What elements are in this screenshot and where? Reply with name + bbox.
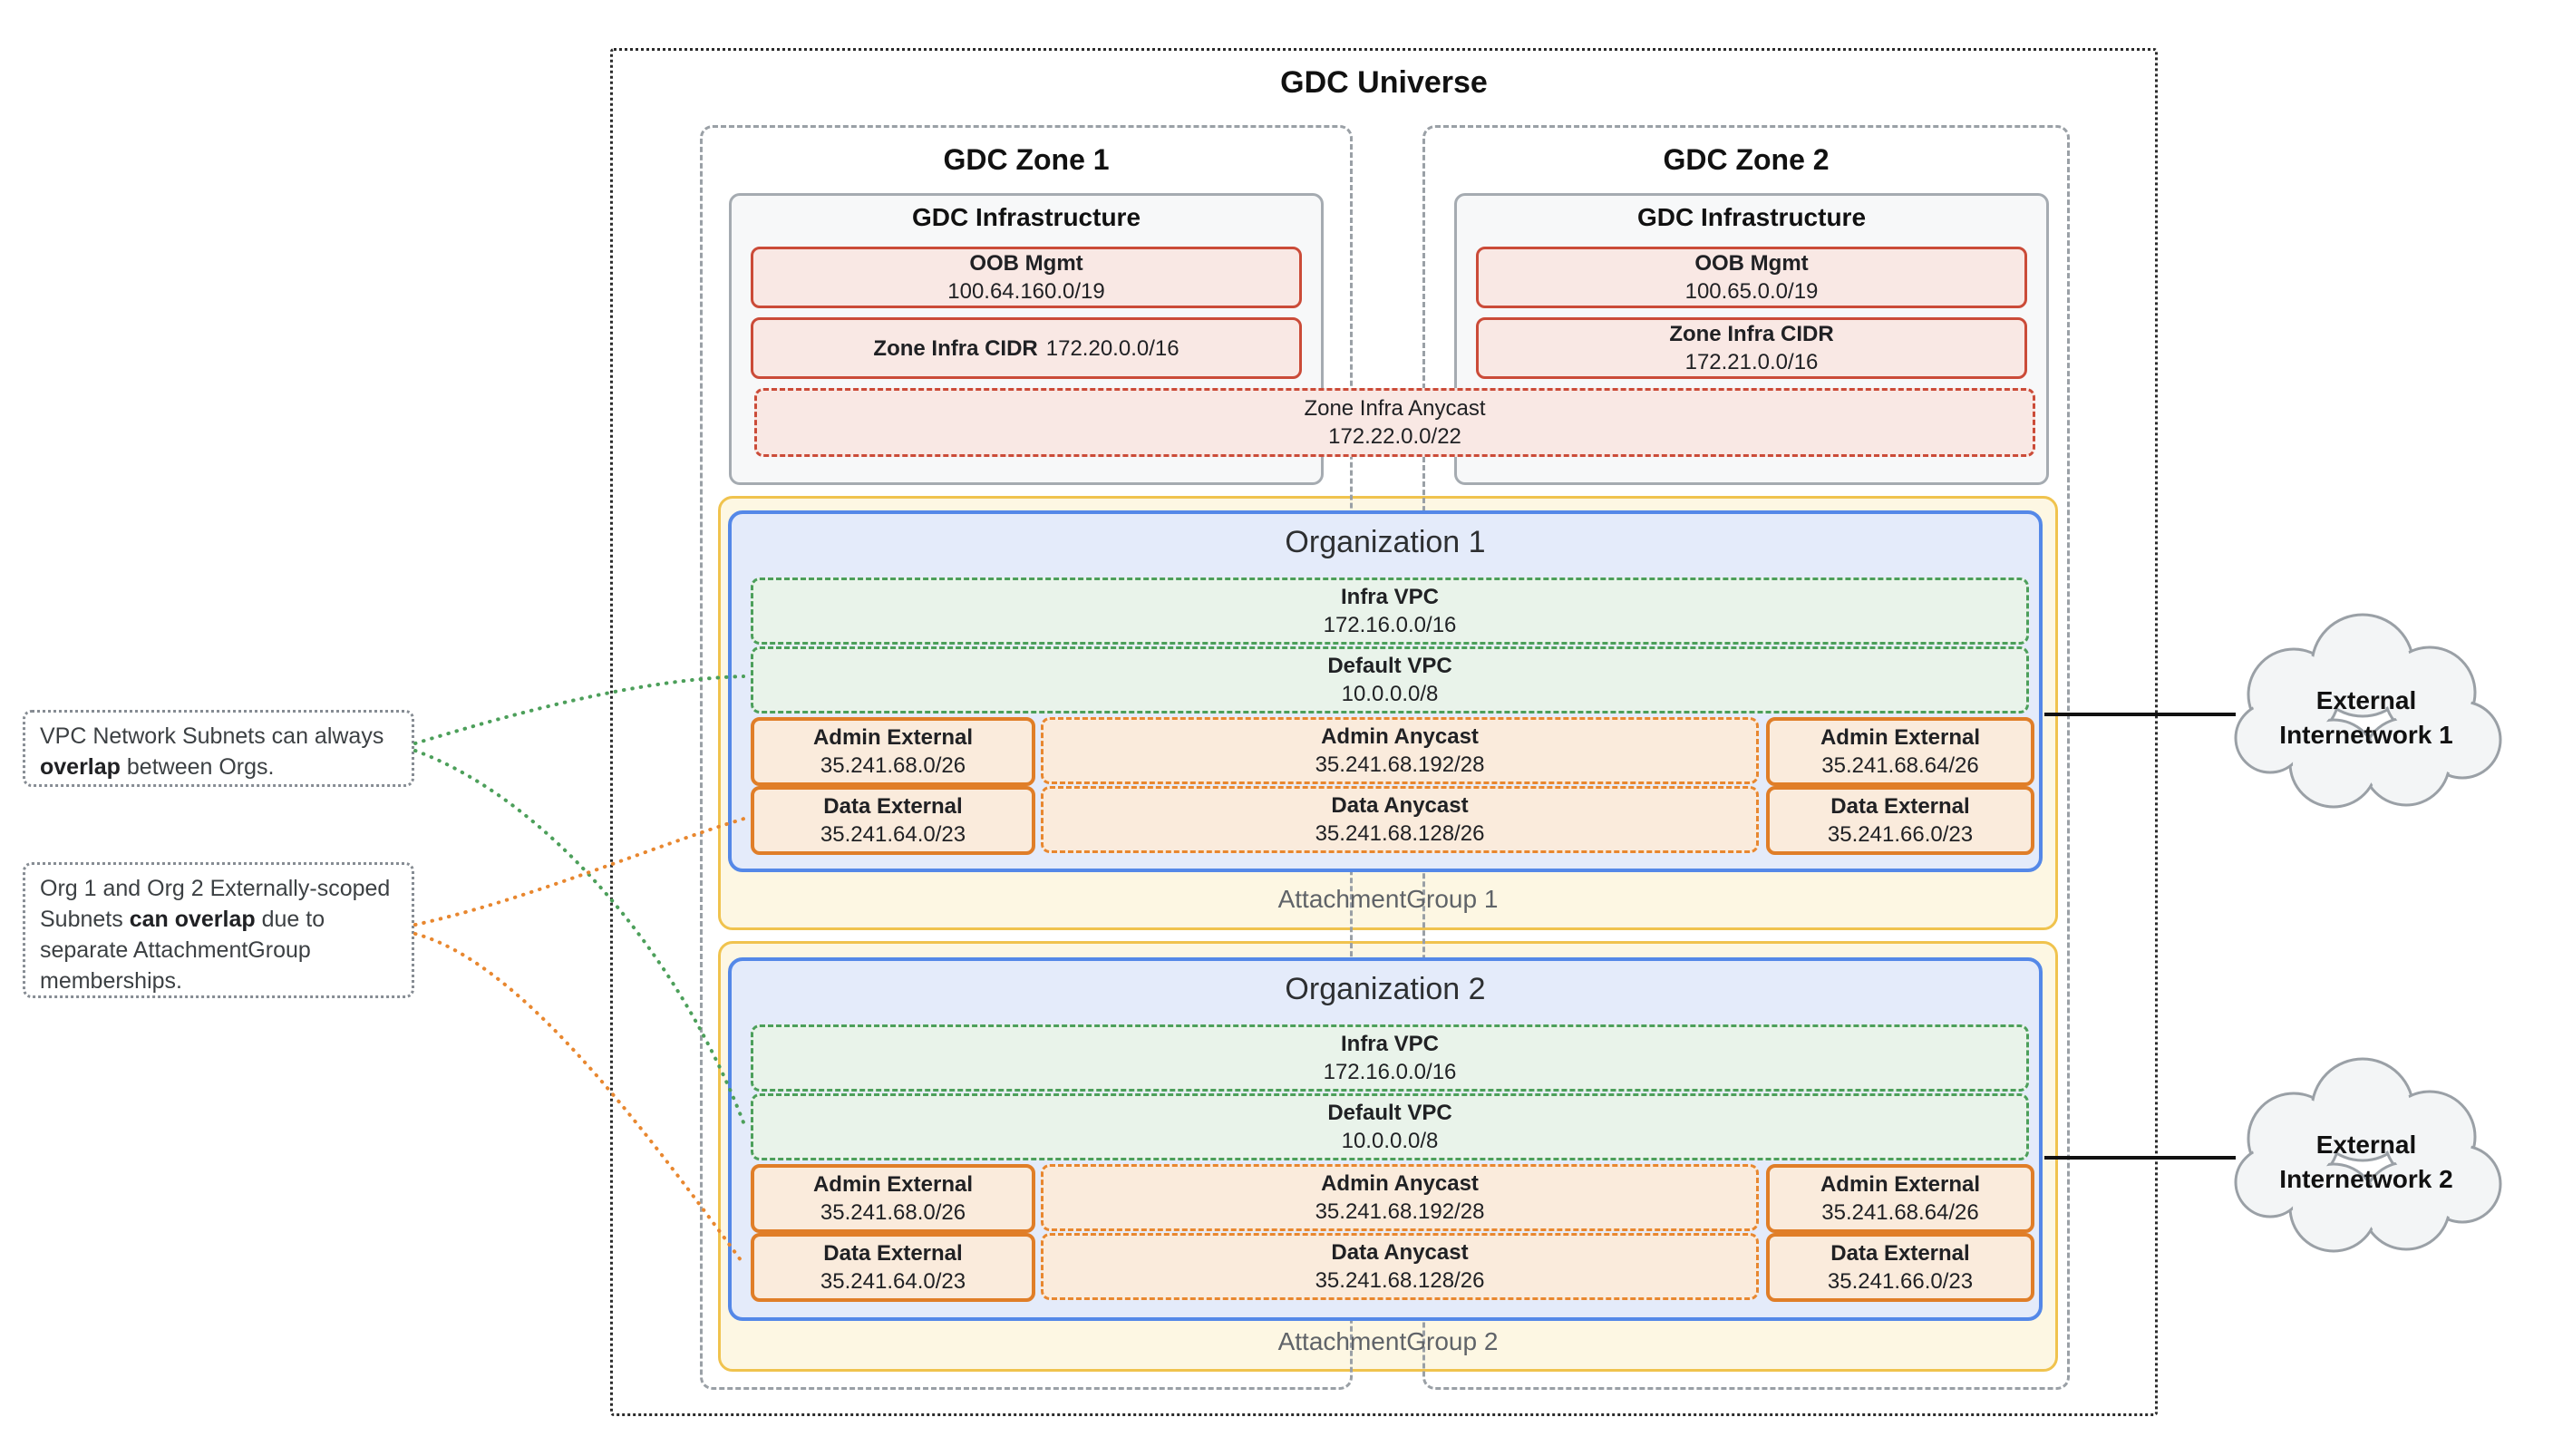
zone-2-oob-mgmt-cidr: 100.65.0.0/19 xyxy=(1684,279,1819,304)
organization-1-title: Organization 1 xyxy=(1285,525,1486,559)
external-internetwork-2-line1: External xyxy=(2316,1131,2417,1159)
annotation-text: due to separate AttachmentGroup membersh… xyxy=(40,907,325,994)
org2-infra-vpc-cidr: 172.16.0.0/16 xyxy=(1323,1060,1457,1084)
zone-2-infra-cidr-value: 172.21.0.0/16 xyxy=(1684,350,1819,374)
external-internetwork-1-line2: Internetwork 1 xyxy=(2279,721,2452,749)
subnet-label: Data External xyxy=(1830,1241,1970,1266)
zone-2-oob-mgmt-box: OOB Mgmt 100.65.0.0/19 xyxy=(1476,247,2027,308)
subnet-label: Admin Anycast xyxy=(1321,724,1479,749)
org1-infra-vpc-box: Infra VPC 172.16.0.0/16 xyxy=(751,578,2029,645)
subnet-label: Data External xyxy=(823,794,963,819)
organization-2-box: Organization 2 Infra VPC 172.16.0.0/16 D… xyxy=(728,957,2043,1321)
org1-subnet-data-anycast: Data Anycast 35.241.68.128/26 xyxy=(1041,786,1759,853)
subnet-label: Admin External xyxy=(812,725,974,750)
annotation-text: Org 1 and Org 2 Externally-scoped Subnet… xyxy=(40,876,391,932)
annotation-external-overlap: Org 1 and Org 2 Externally-scoped Subnet… xyxy=(23,862,414,998)
org1-subnet-admin-external-right: Admin External 35.241.68.64/26 xyxy=(1766,717,2034,786)
zone-1-infra-cidr-label: Zone Infra CIDR xyxy=(873,335,1038,361)
zone-1-infrastructure-title: GDC Infrastructure xyxy=(911,203,1141,231)
subnet-label: Admin External xyxy=(1820,1172,1981,1197)
zone-2-oob-mgmt-label: OOB Mgmt xyxy=(1694,251,1809,276)
subnet-label: Data External xyxy=(1830,794,1970,819)
annotation-bold-text: overlap xyxy=(40,754,121,780)
subnet-cidr: 35.241.68.128/26 xyxy=(1315,821,1485,846)
subnet-cidr: 35.241.66.0/23 xyxy=(1827,822,1974,847)
subnet-cidr: 35.241.64.0/23 xyxy=(820,822,966,847)
organization-2-title: Organization 2 xyxy=(1285,972,1486,1006)
zone-2-infra-cidr-label: Zone Infra CIDR xyxy=(1669,322,1834,346)
cloud-fill xyxy=(2238,1062,2498,1248)
org2-subnet-data-external-left: Data External 35.241.64.0/23 xyxy=(751,1233,1035,1302)
zone-1-oob-mgmt-box: OOB Mgmt 100.64.160.0/19 xyxy=(751,247,1302,308)
zone-1-oob-mgmt-cidr: 100.64.160.0/19 xyxy=(947,279,1105,304)
zone-1-infra-cidr-value: 172.20.0.0/16 xyxy=(1045,335,1179,361)
annotation-bold-text: can overlap xyxy=(129,907,256,932)
org2-subnet-admin-anycast: Admin Anycast 35.241.68.192/28 xyxy=(1041,1164,1759,1231)
org2-infra-vpc-label: Infra VPC xyxy=(1340,1032,1440,1056)
external-internetwork-2-cloud: External Internetwork 2 xyxy=(2234,1057,2502,1253)
external-internetwork-1-cloud: External Internetwork 1 xyxy=(2234,613,2502,809)
subnet-label: Admin Anycast xyxy=(1321,1171,1479,1196)
attachment-group-1-label: AttachmentGroup 1 xyxy=(1277,885,1499,913)
external-internetwork-1-line1: External xyxy=(2316,686,2417,714)
org1-default-vpc-cidr: 10.0.0.0/8 xyxy=(1341,682,1439,706)
org1-subnet-admin-anycast: Admin Anycast 35.241.68.192/28 xyxy=(1041,717,1759,784)
org1-default-vpc-box: Default VPC 10.0.0.0/8 xyxy=(751,646,2029,713)
gdc-zone-1-title: GDC Zone 1 xyxy=(943,143,1110,176)
subnet-cidr: 35.241.68.128/26 xyxy=(1315,1268,1485,1293)
org1-default-vpc-label: Default VPC xyxy=(1327,654,1452,678)
org1-subnet-data-external-left: Data External 35.241.64.0/23 xyxy=(751,786,1035,855)
subnet-label: Data External xyxy=(823,1241,963,1266)
subnet-cidr: 35.241.68.0/26 xyxy=(820,753,966,778)
subnet-cidr: 35.241.68.0/26 xyxy=(820,1200,966,1225)
subnet-cidr: 35.241.68.64/26 xyxy=(1821,753,1979,778)
zone-2-infrastructure-title: GDC Infrastructure xyxy=(1636,203,1867,231)
org2-subnet-admin-external-left: Admin External 35.241.68.0/26 xyxy=(751,1164,1035,1233)
external-internetwork-2-line2: Internetwork 2 xyxy=(2279,1165,2452,1193)
org2-default-vpc-label: Default VPC xyxy=(1327,1101,1452,1125)
zone-infra-anycast-label: Zone Infra Anycast xyxy=(1304,396,1486,421)
attachment-group-2-label: AttachmentGroup 2 xyxy=(1277,1327,1499,1355)
org2-default-vpc-box: Default VPC 10.0.0.0/8 xyxy=(751,1093,2029,1160)
org1-subnet-data-external-right: Data External 35.241.66.0/23 xyxy=(1766,786,2034,855)
subnet-label: Admin External xyxy=(812,1172,974,1197)
subnet-label: Data Anycast xyxy=(1331,793,1469,818)
annotation-text: between Orgs. xyxy=(120,754,275,780)
zone-infra-anycast-cidr: 172.22.0.0/22 xyxy=(1328,424,1461,449)
org2-subnet-admin-external-right: Admin External 35.241.68.64/26 xyxy=(1766,1164,2034,1233)
annotation-text: VPC Network Subnets can always xyxy=(40,723,384,749)
zone-2-infra-cidr-box: Zone Infra CIDR 172.21.0.0/16 xyxy=(1476,317,2027,379)
subnet-cidr: 35.241.68.64/26 xyxy=(1821,1200,1979,1225)
org2-subnet-data-anycast: Data Anycast 35.241.68.128/26 xyxy=(1041,1233,1759,1300)
organization-1-box: Organization 1 Infra VPC 172.16.0.0/16 D… xyxy=(728,510,2043,872)
zone-infra-anycast-box: Zone Infra Anycast 172.22.0.0/22 xyxy=(754,388,2035,457)
org2-default-vpc-cidr: 10.0.0.0/8 xyxy=(1341,1129,1439,1153)
subnet-cidr: 35.241.68.192/28 xyxy=(1315,1199,1485,1224)
subnet-label: Admin External xyxy=(1820,725,1981,750)
gdc-zone-2-title: GDC Zone 2 xyxy=(1663,143,1830,176)
subnet-cidr: 35.241.68.192/28 xyxy=(1315,752,1485,777)
org2-subnet-data-external-right: Data External 35.241.66.0/23 xyxy=(1766,1233,2034,1302)
subnet-cidr: 35.241.64.0/23 xyxy=(820,1269,966,1294)
zone-1-infra-cidr-box: Zone Infra CIDR 172.20.0.0/16 xyxy=(751,317,1302,379)
org2-infra-vpc-box: Infra VPC 172.16.0.0/16 xyxy=(751,1024,2029,1092)
cloud-fill xyxy=(2238,617,2498,804)
org1-infra-vpc-cidr: 172.16.0.0/16 xyxy=(1323,613,1457,637)
subnet-label: Data Anycast xyxy=(1331,1240,1469,1265)
annotation-subnet-overlap: VPC Network Subnets can always overlap b… xyxy=(23,710,414,787)
gdc-universe-title: GDC Universe xyxy=(1280,65,1488,100)
subnet-cidr: 35.241.66.0/23 xyxy=(1827,1269,1974,1294)
org1-subnet-admin-external-left: Admin External 35.241.68.0/26 xyxy=(751,717,1035,786)
zone-1-oob-mgmt-label: OOB Mgmt xyxy=(969,251,1083,276)
org1-infra-vpc-label: Infra VPC xyxy=(1340,585,1440,609)
